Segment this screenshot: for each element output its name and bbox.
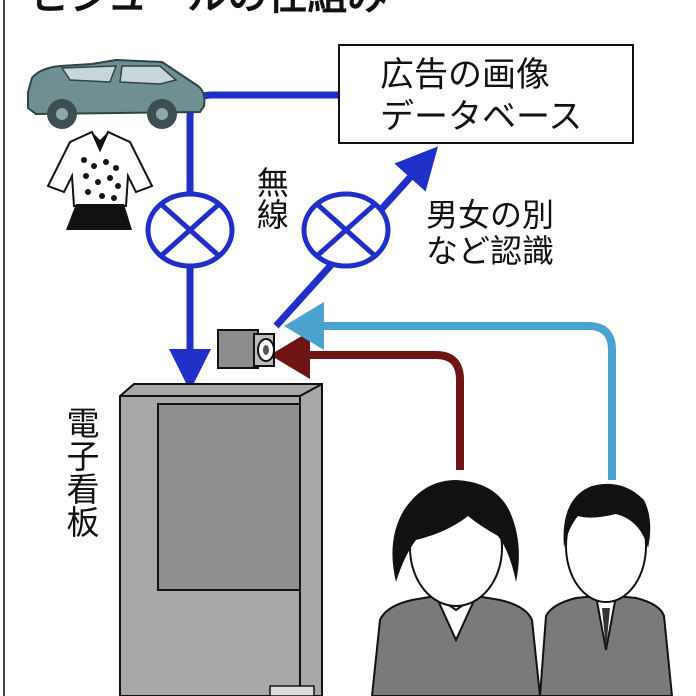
- car-icon: [27, 58, 206, 129]
- title-partial: ビジュールの仕組み: [30, 0, 387, 19]
- antenna-icon: [301, 191, 391, 269]
- ad-image-database-label: 広告の画像 データベース: [380, 54, 582, 138]
- clothing-icon: [46, 130, 154, 230]
- recognition-line2: など認識: [426, 231, 555, 270]
- antenna-icon: [145, 191, 235, 269]
- male-recognition-arrow: [284, 302, 616, 480]
- database-line1: 広告の画像: [380, 55, 550, 95]
- signage-icon: [119, 383, 323, 696]
- woman-icon: [370, 480, 542, 696]
- female-recognition-arrow: [270, 331, 464, 470]
- database-line2: データベース: [380, 97, 583, 137]
- man-icon: [538, 483, 674, 696]
- camera-icon: [217, 329, 275, 369]
- recognition-line1: 男女の別: [426, 196, 555, 234]
- ad-image-database-box: [338, 44, 634, 144]
- wireless-label: 無線: [251, 166, 290, 230]
- signage-label: 電子看板: [61, 406, 100, 538]
- recognition-label: 男女の別 など認識: [426, 196, 555, 270]
